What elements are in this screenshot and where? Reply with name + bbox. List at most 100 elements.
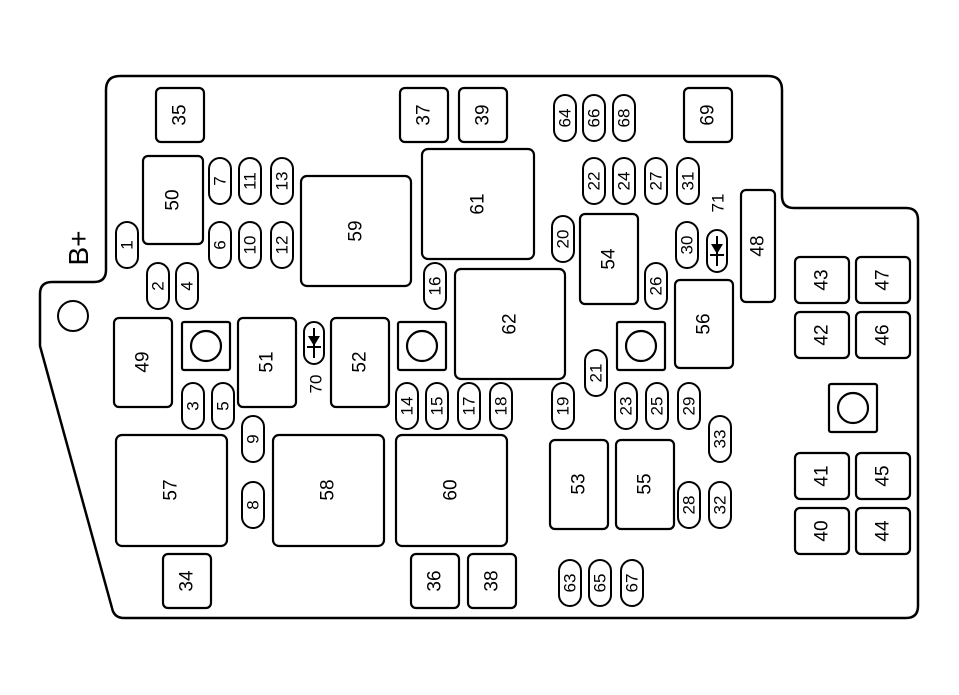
fuse-64: 64 [553,94,577,142]
svg-text:51: 51 [257,351,278,372]
fuse-2: 2 [146,262,170,310]
relay-45: 45 [854,451,912,501]
relay-44: 44 [854,506,912,556]
svg-text:56: 56 [694,313,715,334]
relay-40: 40 [793,506,851,556]
svg-text:30: 30 [678,236,697,255]
svg-text:43: 43 [812,269,833,290]
svg-text:21: 21 [587,364,606,383]
relay-37: 37 [398,86,450,144]
svg-text:24: 24 [615,172,634,191]
svg-text:53: 53 [569,473,590,494]
svg-text:66: 66 [585,109,604,128]
svg-text:29: 29 [680,397,699,416]
relay-46: 46 [854,310,912,360]
fuse-67: 67 [620,559,644,607]
fuse-9: 9 [241,415,265,463]
bolt-hole [615,320,667,372]
svg-text:45: 45 [873,465,894,486]
relay-43: 43 [793,255,851,305]
relay-42: 42 [793,310,851,360]
fuse-8: 8 [241,481,265,529]
svg-text:27: 27 [647,172,666,191]
svg-text:28: 28 [680,496,699,515]
fuse-23: 23 [614,382,638,430]
svg-text:39: 39 [473,104,494,125]
mounting-hole [57,300,89,332]
svg-text:15: 15 [428,397,447,416]
svg-text:19: 19 [554,397,573,416]
svg-text:34: 34 [177,570,198,592]
bolt-hole [396,320,448,372]
fuse-13: 13 [270,157,294,205]
fuse-16: 16 [423,262,447,310]
svg-text:13: 13 [273,172,292,191]
fuse-68: 68 [612,94,636,142]
svg-text:38: 38 [482,570,503,591]
fuse-12: 12 [270,221,294,269]
svg-text:25: 25 [648,397,667,416]
svg-text:1: 1 [118,240,137,249]
svg-text:26: 26 [647,277,666,296]
svg-text:2: 2 [149,281,168,290]
fuse-7: 7 [208,157,232,205]
fuse-6: 6 [208,221,232,269]
fuse-block-outline [38,74,920,620]
relay-35: 35 [154,86,206,144]
svg-text:58: 58 [318,479,339,500]
relay-38: 38 [466,552,518,610]
svg-text:16: 16 [426,277,445,296]
fuse-66: 66 [582,94,606,142]
fuse-4: 4 [175,262,199,310]
svg-text:35: 35 [170,104,191,125]
diode-70: 70 [303,321,326,394]
relay-60: 60 [394,433,509,548]
relay-57: 57 [114,433,229,548]
relay-56: 56 [673,278,735,370]
svg-text:46: 46 [873,324,894,345]
svg-text:23: 23 [617,397,636,416]
svg-text:44: 44 [873,520,894,542]
svg-text:70: 70 [307,375,326,394]
relay-59: 59 [299,174,413,288]
fuse-1: 1 [115,221,139,269]
svg-text:36: 36 [425,570,446,591]
fuse-25: 25 [645,382,669,430]
fuse-18: 18 [489,382,513,430]
fuse-3: 3 [181,382,205,430]
svg-text:67: 67 [623,574,642,593]
svg-text:65: 65 [591,574,610,593]
svg-text:54: 54 [599,248,620,270]
relay-49: 49 [112,316,174,409]
svg-text:71: 71 [709,194,728,213]
svg-text:49: 49 [133,351,154,372]
svg-text:57: 57 [161,479,182,500]
relay-47: 47 [854,255,912,305]
fuse-14: 14 [395,382,419,430]
relay-55: 55 [614,438,676,531]
svg-text:50: 50 [163,189,184,210]
svg-text:5: 5 [214,401,233,410]
svg-text:62: 62 [500,313,521,334]
svg-text:41: 41 [812,465,833,486]
relay-41: 41 [793,451,851,501]
fuse-63: 63 [558,559,582,607]
fuse-26: 26 [644,262,668,310]
bolt-hole [180,320,232,372]
fuse-27: 27 [644,157,668,205]
fuse-31: 31 [676,157,700,205]
svg-text:18: 18 [492,397,511,416]
svg-text:33: 33 [711,430,730,449]
bolt-hole [827,382,879,434]
relay-54: 54 [578,212,640,306]
svg-text:8: 8 [244,500,263,509]
relay-52: 52 [329,316,391,409]
relay-53: 53 [548,438,610,531]
relay-39: 39 [457,86,509,144]
fuse-28: 28 [677,481,701,529]
svg-text:22: 22 [585,172,604,191]
relay-34: 34 [161,552,213,610]
svg-text:68: 68 [615,109,634,128]
svg-text:32: 32 [711,496,730,515]
